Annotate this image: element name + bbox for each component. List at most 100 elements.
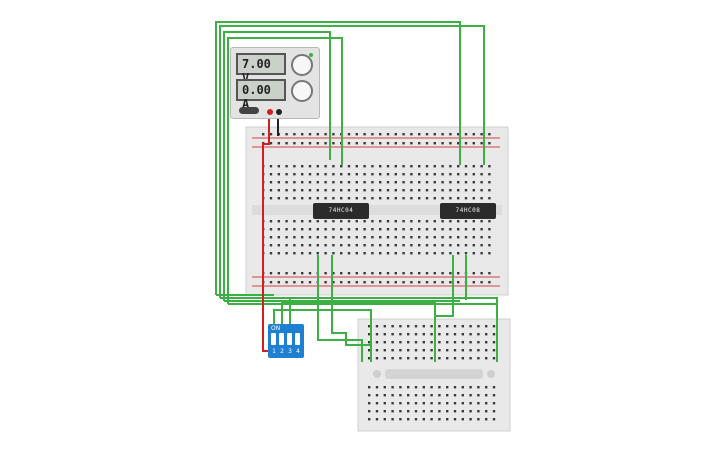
breadboard-hole[interactable] — [472, 189, 475, 192]
breadboard-hole[interactable] — [488, 281, 491, 284]
breadboard-hole[interactable] — [433, 189, 436, 192]
breadboard-hole[interactable] — [386, 142, 390, 145]
breadboard-hole[interactable] — [492, 410, 496, 413]
breadboard-hole[interactable] — [371, 173, 374, 176]
breadboard-hole[interactable] — [386, 272, 390, 275]
dip-toggle-4[interactable] — [295, 333, 300, 345]
breadboard-hole[interactable] — [480, 252, 483, 255]
breadboard-hole[interactable] — [383, 386, 386, 389]
breadboard-hole[interactable] — [316, 197, 319, 200]
breadboard-hole[interactable] — [449, 133, 452, 136]
breadboard-hole[interactable] — [438, 357, 441, 360]
breadboard-hole[interactable] — [446, 402, 449, 405]
breadboard-hole[interactable] — [371, 197, 374, 200]
breadboard-hole[interactable] — [379, 220, 382, 223]
breadboard-hole[interactable] — [422, 410, 425, 413]
breadboard-hole[interactable] — [430, 325, 433, 328]
breadboard-hole[interactable] — [301, 173, 304, 176]
breadboard-hole[interactable] — [347, 197, 351, 200]
breadboard-hole[interactable] — [418, 244, 421, 247]
breadboard-hole[interactable] — [410, 236, 413, 239]
breadboard-hole[interactable] — [324, 228, 327, 231]
breadboard-hole[interactable] — [449, 189, 452, 192]
breadboard-hole[interactable] — [347, 133, 351, 136]
breadboard-hole[interactable] — [449, 228, 452, 231]
breadboard-hole[interactable] — [269, 252, 273, 255]
breadboard-hole[interactable] — [332, 244, 335, 247]
wire-green[interactable] — [219, 25, 485, 298]
breadboard-hole[interactable] — [430, 333, 433, 336]
breadboard-hole[interactable] — [324, 220, 327, 223]
breadboard-hole[interactable] — [402, 252, 405, 255]
breadboard-hole[interactable] — [332, 281, 335, 284]
breadboard-hole[interactable] — [410, 244, 413, 247]
breadboard-hole[interactable] — [449, 236, 452, 239]
breadboard-hole[interactable] — [371, 281, 374, 284]
breadboard-hole[interactable] — [363, 173, 366, 176]
breadboard-hole[interactable] — [430, 402, 433, 405]
breadboard-hole[interactable] — [269, 181, 273, 184]
breadboard-hole[interactable] — [368, 349, 371, 352]
breadboard-hole[interactable] — [399, 357, 402, 360]
breadboard-hole[interactable] — [453, 325, 457, 328]
breadboard-hole[interactable] — [340, 281, 343, 284]
breadboard-hole[interactable] — [386, 173, 390, 176]
breadboard-hole[interactable] — [492, 333, 496, 336]
breadboard-hole[interactable] — [414, 333, 418, 336]
breadboard-hole[interactable] — [485, 386, 488, 389]
breadboard-hole[interactable] — [418, 133, 421, 136]
breadboard-hole[interactable] — [433, 252, 436, 255]
breadboard-hole[interactable] — [355, 142, 358, 145]
breadboard-hole[interactable] — [391, 325, 394, 328]
breadboard-hole[interactable] — [269, 272, 273, 275]
breadboard-hole[interactable] — [488, 252, 491, 255]
breadboard-hole[interactable] — [402, 197, 405, 200]
breadboard-hole[interactable] — [332, 173, 335, 176]
breadboard-hole[interactable] — [469, 418, 472, 421]
breadboard-hole[interactable] — [285, 281, 288, 284]
breadboard-hole[interactable] — [301, 220, 304, 223]
breadboard-hole[interactable] — [430, 349, 433, 352]
breadboard-hole[interactable] — [477, 410, 480, 413]
breadboard-hole[interactable] — [308, 228, 312, 231]
breadboard-hole[interactable] — [399, 341, 402, 344]
breadboard-hole[interactable] — [269, 228, 273, 231]
breadboard-hole[interactable] — [379, 244, 382, 247]
breadboard-hole[interactable] — [394, 189, 397, 192]
breadboard-hole[interactable] — [441, 236, 444, 239]
breadboard-hole[interactable] — [438, 349, 441, 352]
breadboard-hole[interactable] — [399, 333, 402, 336]
breadboard-hole[interactable] — [422, 418, 425, 421]
breadboard-hole[interactable] — [485, 325, 488, 328]
breadboard-hole[interactable] — [418, 272, 421, 275]
breadboard-hole[interactable] — [407, 325, 410, 328]
breadboard-hole[interactable] — [449, 244, 452, 247]
breadboard-hole[interactable] — [433, 281, 436, 284]
breadboard-hole[interactable] — [485, 410, 488, 413]
breadboard-hole[interactable] — [324, 197, 327, 200]
breadboard-hole[interactable] — [485, 333, 488, 336]
breadboard-hole[interactable] — [391, 341, 394, 344]
breadboard-hole[interactable] — [301, 165, 304, 168]
chip-74hc04[interactable]: 74HC04 — [313, 203, 369, 219]
breadboard-hole[interactable] — [457, 173, 460, 176]
breadboard-hole[interactable] — [464, 173, 468, 176]
breadboard-hole[interactable] — [383, 325, 386, 328]
breadboard-hole[interactable] — [285, 252, 288, 255]
breadboard-hole[interactable] — [453, 418, 457, 421]
breadboard-hole[interactable] — [383, 357, 386, 360]
breadboard-hole[interactable] — [277, 189, 280, 192]
breadboard-hole[interactable] — [425, 228, 429, 231]
breadboard-hole[interactable] — [368, 341, 371, 344]
breadboard-hole[interactable] — [430, 418, 433, 421]
breadboard-hole[interactable] — [347, 173, 351, 176]
breadboard-hole[interactable] — [410, 281, 413, 284]
breadboard-hole[interactable] — [480, 220, 483, 223]
breadboard-hole[interactable] — [449, 272, 452, 275]
breadboard-hole[interactable] — [340, 165, 343, 168]
breadboard-hole[interactable] — [375, 341, 379, 344]
breadboard-hole[interactable] — [402, 142, 405, 145]
breadboard-hole[interactable] — [418, 189, 421, 192]
negative-terminal-icon[interactable] — [276, 109, 282, 115]
chip-74hc08[interactable]: 74HC08 — [440, 203, 496, 219]
